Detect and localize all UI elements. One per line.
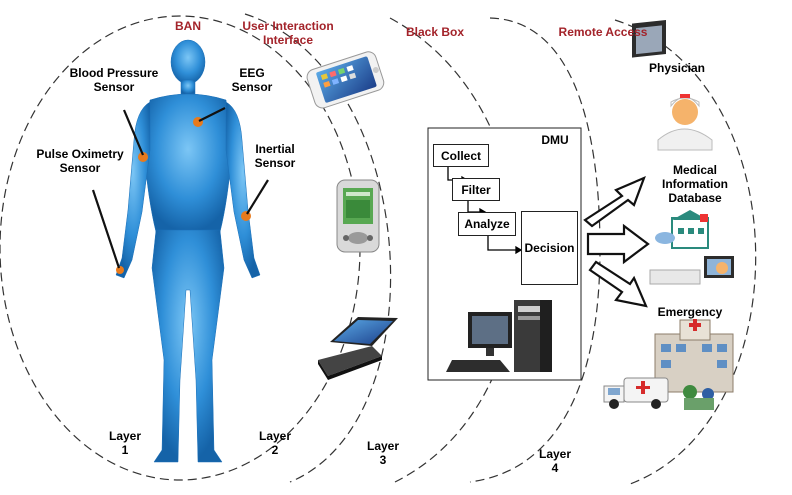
database-icon: [649, 210, 734, 285]
layer-remote-boundary: [614, 19, 757, 485]
layer1-label: Layer 1: [108, 429, 142, 457]
bp-sensor-dot: [138, 152, 148, 162]
pda-icon: [336, 179, 380, 253]
output-arrows: [583, 175, 650, 308]
arrow-to-emergency: [588, 260, 648, 308]
smartphone-icon: [306, 51, 385, 109]
layer2-boundary: [244, 13, 392, 483]
layer4-label: Layer 4: [538, 447, 572, 475]
blood-pressure-sensor-label: Blood Pressure Sensor: [69, 66, 159, 94]
database-label: Medical Information Database: [662, 163, 728, 205]
analyze-step: Analyze: [458, 212, 516, 236]
black-box-header: Black Box: [405, 25, 465, 39]
eeg-sensor-dot: [193, 117, 203, 127]
arrow-to-physician: [583, 175, 646, 228]
pulse-oximetry-sensor-label: Pulse Oximetry Sensor: [36, 147, 124, 175]
filter-step: Filter: [452, 178, 500, 201]
physician-icon: [632, 20, 713, 151]
sensor-dots: [116, 117, 251, 274]
physician-label: Physician: [648, 61, 706, 75]
layer2-label: Layer 2: [258, 429, 292, 457]
sensor-leaders: [91, 107, 269, 269]
remote-access-header: Remote Access: [558, 25, 648, 39]
ban-header: BAN: [175, 19, 201, 33]
inertial-sensor-dot: [241, 211, 251, 221]
eeg-sensor-label: EEG Sensor: [231, 66, 273, 94]
decision-step: Decision: [521, 211, 578, 285]
user-interface-header: User Interaction Interface: [242, 19, 334, 47]
human-body-icon: [115, 39, 261, 463]
dmu-title: DMU: [541, 133, 569, 147]
ambulance-icon: [603, 377, 714, 410]
desktop-computer-icon: [446, 300, 552, 372]
laptop-icon: [318, 317, 398, 380]
layer3-label: Layer 3: [366, 439, 400, 467]
collect-step: Collect: [433, 144, 489, 167]
inertial-sensor-label: Inertial Sensor: [254, 142, 296, 170]
emergency-label: Emergency: [657, 305, 723, 319]
oximetry-sensor-dot: [116, 266, 124, 274]
arrow-to-database: [586, 223, 650, 265]
